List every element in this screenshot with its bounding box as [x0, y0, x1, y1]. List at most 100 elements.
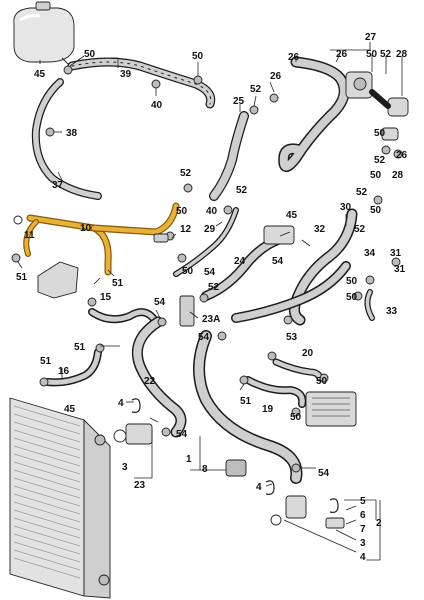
callout-54: 54: [204, 267, 216, 278]
callout-50: 26: [288, 52, 300, 63]
leader-lines: [17, 42, 403, 561]
callout-6: 6: [360, 510, 366, 521]
callout-50: 50: [366, 49, 378, 60]
hose-22: [131, 316, 187, 438]
callout-50: 50: [316, 376, 328, 387]
callout-3: 3: [122, 462, 128, 473]
callout-50: 50: [346, 292, 358, 303]
callout-28: 28: [392, 170, 404, 181]
callout-19: 19: [262, 404, 274, 415]
callout-39: 39: [120, 69, 132, 80]
callout-20: 20: [302, 348, 314, 359]
callout-45: 45: [286, 210, 298, 221]
callout-51: 51: [40, 356, 52, 367]
callout-31: 31: [394, 264, 406, 275]
callout-50: 50: [182, 266, 194, 277]
callout-50: 50: [370, 205, 382, 216]
thermostat-parts-lower: [113, 423, 345, 529]
callout-38: 38: [66, 128, 78, 139]
callout-51: 51: [112, 278, 124, 289]
callout-54: 54: [272, 256, 284, 267]
callout-52: 52: [180, 168, 192, 179]
callout-33: 33: [386, 306, 398, 317]
callout-51: 51: [16, 272, 28, 283]
callout-50: 50: [192, 51, 204, 62]
callout-labels: 45 50 39 50 40 38 37 27 26 50 52 28 26 2…: [16, 32, 408, 563]
callout-26: 26: [270, 71, 282, 82]
hose-32: [231, 261, 351, 323]
callout-30: 30: [340, 202, 352, 213]
callout-50: 50: [176, 206, 188, 217]
callout-5: 5: [360, 496, 366, 507]
callout-54: 54: [198, 332, 210, 343]
callout-12: 12: [180, 224, 192, 235]
callout-34: 34: [364, 248, 376, 259]
hose-37: [31, 78, 102, 200]
callout-50: 50: [290, 412, 302, 423]
hose-19: [244, 376, 307, 408]
callout-37: 37: [52, 180, 64, 191]
callout-4: 4: [256, 482, 262, 493]
callout-3: 3: [360, 538, 366, 549]
callout-11: 11: [24, 230, 35, 241]
callout-29: 29: [204, 224, 216, 235]
clamps: [11, 65, 403, 473]
callout-52: 52: [354, 224, 366, 235]
callout-45-radiator: 45: [64, 404, 76, 415]
callout-10: 10: [80, 223, 92, 234]
hose-15: [88, 308, 160, 326]
callout-52: 52: [356, 187, 368, 198]
callout-52: 52: [250, 84, 262, 95]
callout-54: 54: [176, 429, 188, 440]
expansion-tank: [13, 1, 77, 67]
callout-26: 26: [336, 49, 348, 60]
callout-2: 2: [376, 518, 382, 529]
callout-22: 22: [144, 376, 156, 387]
callout-45-tank: 45: [34, 69, 46, 80]
callout-51: 51: [240, 396, 252, 407]
hose-33: [364, 289, 375, 321]
hose-26: [278, 56, 350, 172]
callout-51: 51: [74, 342, 86, 353]
callout-52: 52: [380, 49, 392, 60]
callout-50: 50: [346, 276, 358, 287]
callout-27: 27: [365, 32, 377, 43]
callout-7: 7: [360, 524, 366, 535]
hose-main-lower: [193, 330, 303, 484]
small-reservoir: [37, 261, 79, 299]
callout-1: 1: [186, 454, 192, 465]
hose-25: [209, 111, 249, 201]
callout-23A: 23A: [202, 314, 220, 325]
callout-24: 24: [234, 256, 246, 267]
hose-30: [289, 208, 358, 326]
callout-52: 52: [374, 155, 386, 166]
callout-54: 54: [154, 297, 166, 308]
callout-40: 40: [206, 206, 218, 217]
connector-45-upper: [263, 225, 295, 245]
callout-15: 15: [100, 292, 112, 303]
callout-40: 40: [151, 100, 163, 111]
callout-50: 50: [84, 49, 96, 60]
callout-25: 25: [233, 96, 245, 107]
callout-52: 52: [236, 185, 248, 196]
callout-4: 4: [360, 552, 366, 563]
callout-50: 50: [370, 170, 382, 181]
callout-23: 23: [134, 480, 146, 491]
callout-31: 31: [390, 248, 402, 259]
oil-cooler: [305, 391, 357, 427]
callout-26: 26: [396, 150, 408, 161]
hose-39: [67, 57, 216, 109]
hose-16: [44, 348, 102, 387]
callout-16: 16: [58, 366, 70, 377]
callout-50: 50: [374, 128, 386, 139]
coolant-pipe-10: [23, 202, 180, 276]
thermostat-housing: [345, 71, 409, 141]
callout-28: 28: [396, 49, 408, 60]
callout-52: 52: [208, 282, 220, 293]
radiator: [9, 397, 111, 599]
spring-clips: [131, 398, 339, 513]
callout-32: 32: [314, 224, 326, 235]
hose-29: [173, 207, 239, 277]
